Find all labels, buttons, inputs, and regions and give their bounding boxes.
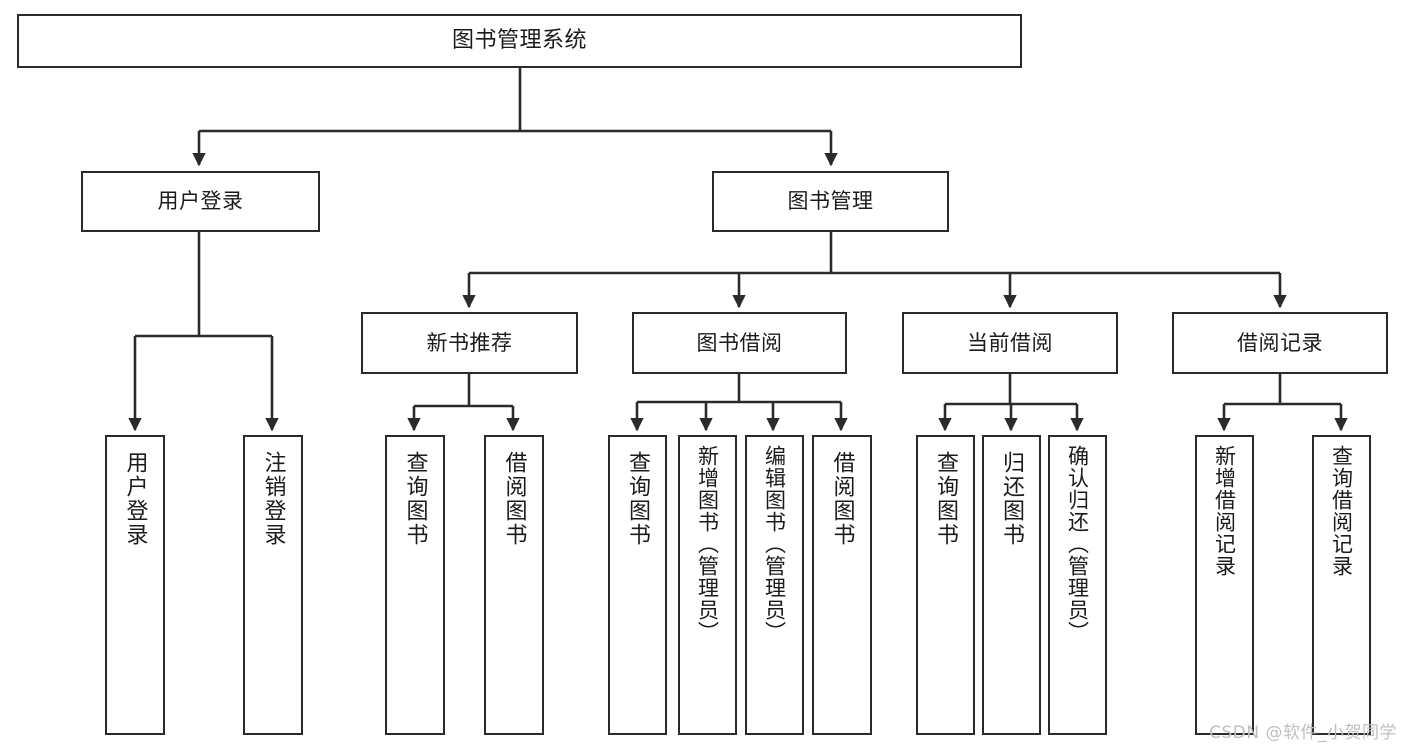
node-label: 图书借阅	[696, 330, 783, 355]
node-borrow-record[interactable]: 借阅记录	[1172, 312, 1388, 374]
node-label: 借阅记录	[1237, 330, 1323, 355]
node-label: 查询图书	[402, 451, 428, 547]
leaf-query-book-recommend[interactable]: 查询图书	[385, 435, 445, 735]
leaf-borrow-book-recommend[interactable]: 借阅图书	[484, 435, 544, 735]
leaf-query-borrow-record[interactable]: 查询借阅记录	[1312, 435, 1371, 735]
node-label: 确认归还（管理员）	[1065, 445, 1090, 643]
node-label: 新增借阅记录	[1212, 445, 1237, 577]
node-label: 用户登录	[157, 189, 244, 214]
leaf-return-book[interactable]: 归还图书	[982, 435, 1041, 735]
leaf-confirm-return-admin[interactable]: 确认归还（管理员）	[1048, 435, 1107, 735]
leaf-query-book-current[interactable]: 查询图书	[916, 435, 975, 735]
leaf-add-borrow-record[interactable]: 新增借阅记录	[1195, 435, 1254, 735]
node-label: 当前借阅	[967, 330, 1053, 355]
node-root[interactable]: 图书管理系统	[17, 14, 1022, 68]
node-label: 用户登录	[122, 451, 148, 547]
node-book-borrow[interactable]: 图书借阅	[632, 312, 847, 374]
leaf-query-book-borrow[interactable]: 查询图书	[608, 435, 667, 735]
node-label: 借阅图书	[829, 451, 855, 547]
node-user-login[interactable]: 用户登录	[81, 171, 320, 232]
node-label: 新增图书（管理员）	[695, 445, 720, 643]
node-book-management[interactable]: 图书管理	[712, 171, 949, 232]
node-label: 注销登录	[260, 451, 286, 547]
node-label: 借阅图书	[501, 451, 527, 547]
node-current-borrow[interactable]: 当前借阅	[902, 312, 1118, 374]
node-new-book-recommend[interactable]: 新书推荐	[361, 312, 578, 374]
leaf-user-login[interactable]: 用户登录	[105, 435, 165, 735]
node-label: 查询借阅记录	[1329, 445, 1354, 577]
leaf-borrow-book-borrow[interactable]: 借阅图书	[812, 435, 872, 735]
node-label: 图书管理	[787, 189, 874, 214]
csdn-watermark: CSDN @软件_小贺同学	[1209, 723, 1397, 743]
leaf-add-book-admin[interactable]: 新增图书（管理员）	[678, 435, 737, 735]
node-label: 图书管理系统	[451, 28, 587, 54]
node-label: 查询图书	[933, 451, 959, 547]
node-label: 归还图书	[999, 451, 1025, 547]
leaf-logout[interactable]: 注销登录	[243, 435, 303, 735]
node-label: 查询图书	[625, 451, 651, 547]
node-label: 新书推荐	[426, 330, 513, 355]
leaf-edit-book-admin[interactable]: 编辑图书（管理员）	[745, 435, 804, 735]
node-label: 编辑图书（管理员）	[762, 445, 787, 643]
